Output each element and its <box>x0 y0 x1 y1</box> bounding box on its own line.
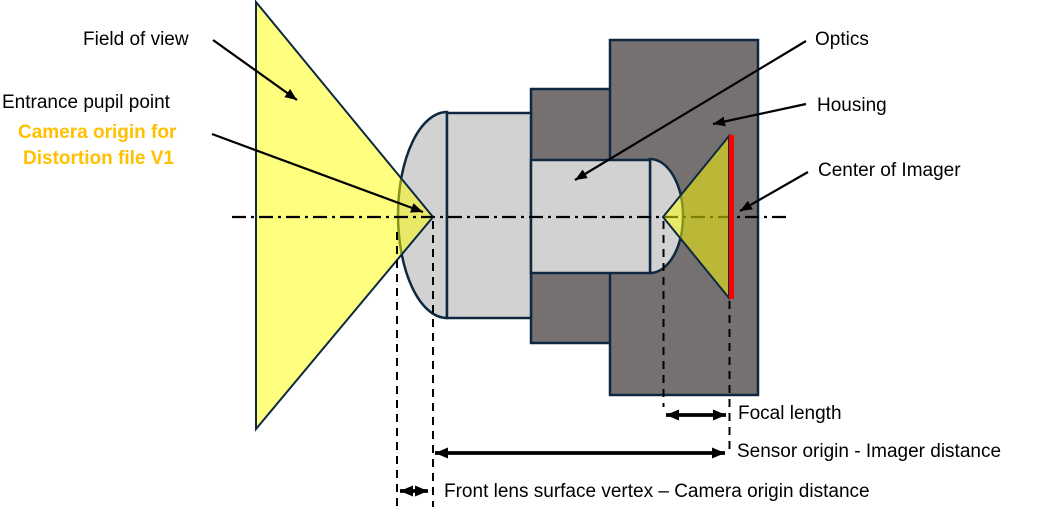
housing-pointer <box>712 102 807 127</box>
optics-label: Optics <box>815 29 869 50</box>
focal-length-label: Focal length <box>738 403 842 424</box>
center-of-imager-pointer <box>739 171 809 212</box>
field-of-view-pointer <box>212 39 298 101</box>
sensor-origin-label: Sensor origin - Imager distance <box>737 441 1002 462</box>
entrance-pupil-label: Entrance pupil point <box>2 92 170 113</box>
camera-origin-pointer <box>211 132 424 214</box>
camera-origin-label-line1: Camera origin for <box>18 122 177 143</box>
lens-front-barrel <box>445 111 533 320</box>
field-of-view-cone <box>255 0 435 432</box>
camera-origin-label-line2: Distortion file V1 <box>23 148 174 169</box>
center-of-imager-label: Center of Imager <box>818 160 961 181</box>
optics-pointer <box>574 40 807 181</box>
front-lens-vertex-label: Front lens surface vertex – Camera origi… <box>444 481 870 502</box>
housing-label: Housing <box>817 95 887 116</box>
field-of-view-label: Field of view <box>83 29 189 50</box>
